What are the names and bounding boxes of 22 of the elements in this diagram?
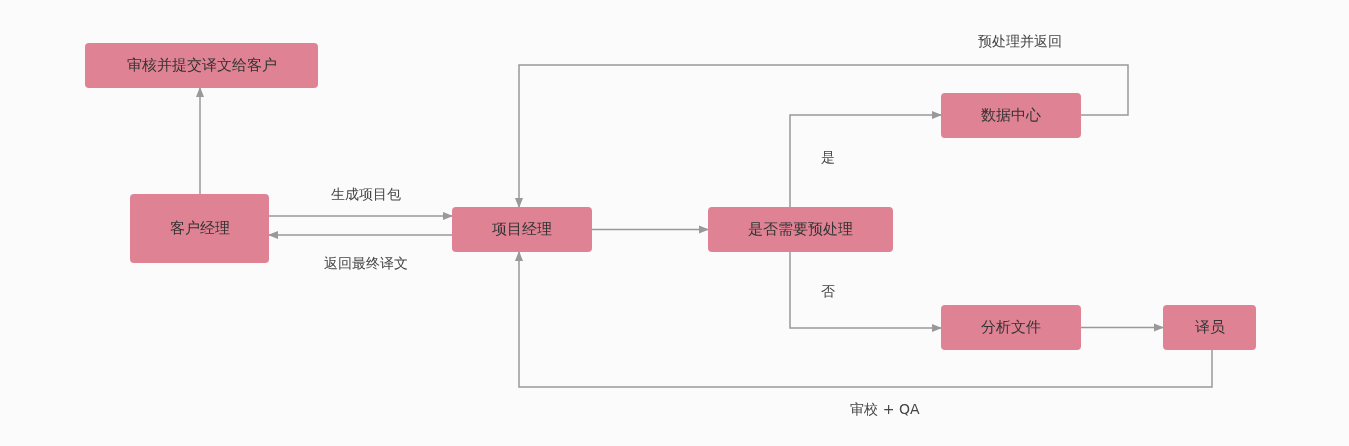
arrow xyxy=(195,86,205,195)
process-box: 数据中心 xyxy=(941,93,1081,138)
edge-label: 预处理并返回 xyxy=(976,33,1064,51)
arrow xyxy=(514,250,1213,388)
process-box: 客户经理 xyxy=(130,194,269,263)
edge-label: 审校 + QA xyxy=(848,401,922,419)
process-box: 译员 xyxy=(1163,305,1256,350)
edge-label: 是 xyxy=(819,149,837,167)
process-box: 审核并提交译文给客户 xyxy=(85,43,318,88)
edge-label: 返回最终译文 xyxy=(322,255,410,273)
edge-label: 生成项目包 xyxy=(329,186,403,204)
process-box: 分析文件 xyxy=(941,305,1081,350)
arrow xyxy=(514,64,1129,209)
process-box: 项目经理 xyxy=(452,207,592,252)
arrow xyxy=(267,230,453,240)
arrow xyxy=(1080,323,1165,332)
edge-label: 否 xyxy=(819,283,837,301)
arrow xyxy=(268,211,454,221)
arrow xyxy=(591,225,710,234)
arrow xyxy=(789,251,943,333)
arrow xyxy=(789,110,943,208)
process-box: 是否需要预处理 xyxy=(708,207,893,252)
